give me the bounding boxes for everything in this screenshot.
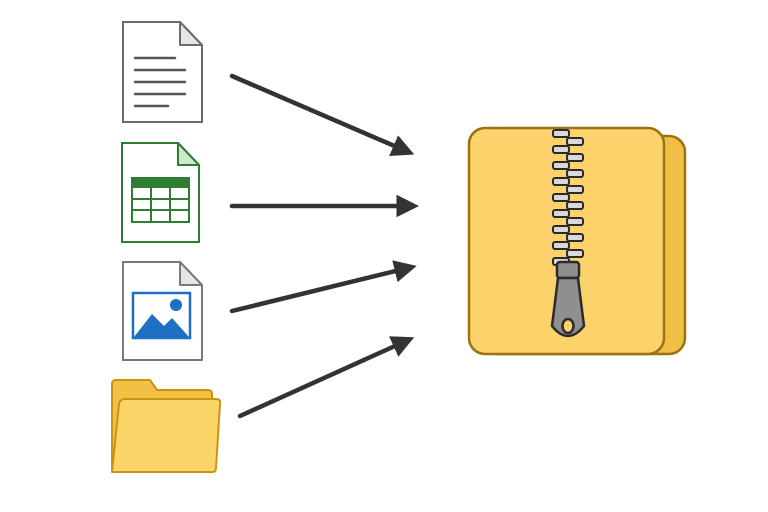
- zipper-tooth: [566, 201, 584, 210]
- zipper-tooth: [552, 209, 570, 218]
- sun-shape: [170, 299, 182, 311]
- folder-icon: [111, 379, 222, 473]
- zipper-tooth: [566, 249, 584, 258]
- zipper-tooth: [552, 145, 570, 154]
- mountain-shape: [134, 314, 189, 337]
- zipper-tooth: [566, 169, 584, 178]
- zipper-tooth: [566, 137, 584, 146]
- zipper-tooth: [566, 153, 584, 162]
- document-icon: [122, 21, 203, 123]
- arrows: [229, 73, 419, 419]
- arrow-image: [229, 260, 417, 314]
- arrow-folder: [237, 336, 415, 419]
- zipper-tooth: [552, 129, 570, 138]
- arrow-document: [229, 73, 415, 156]
- zipper-track: [552, 129, 584, 266]
- spreadsheet-grid: [131, 177, 190, 223]
- image-file-icon: [122, 261, 203, 361]
- zipper-tooth: [552, 225, 570, 234]
- zipper-tooth: [552, 161, 570, 170]
- zipper-tooth: [552, 241, 570, 250]
- spreadsheet-icon: [121, 142, 200, 243]
- zipper-pull: [550, 260, 586, 338]
- zip-archive-icon: [467, 126, 687, 356]
- zipper-tooth: [566, 217, 584, 226]
- zipper-tooth: [552, 193, 570, 202]
- zipper-tooth: [566, 233, 584, 242]
- zipper-tooth: [552, 177, 570, 186]
- zipper-tooth: [566, 185, 584, 194]
